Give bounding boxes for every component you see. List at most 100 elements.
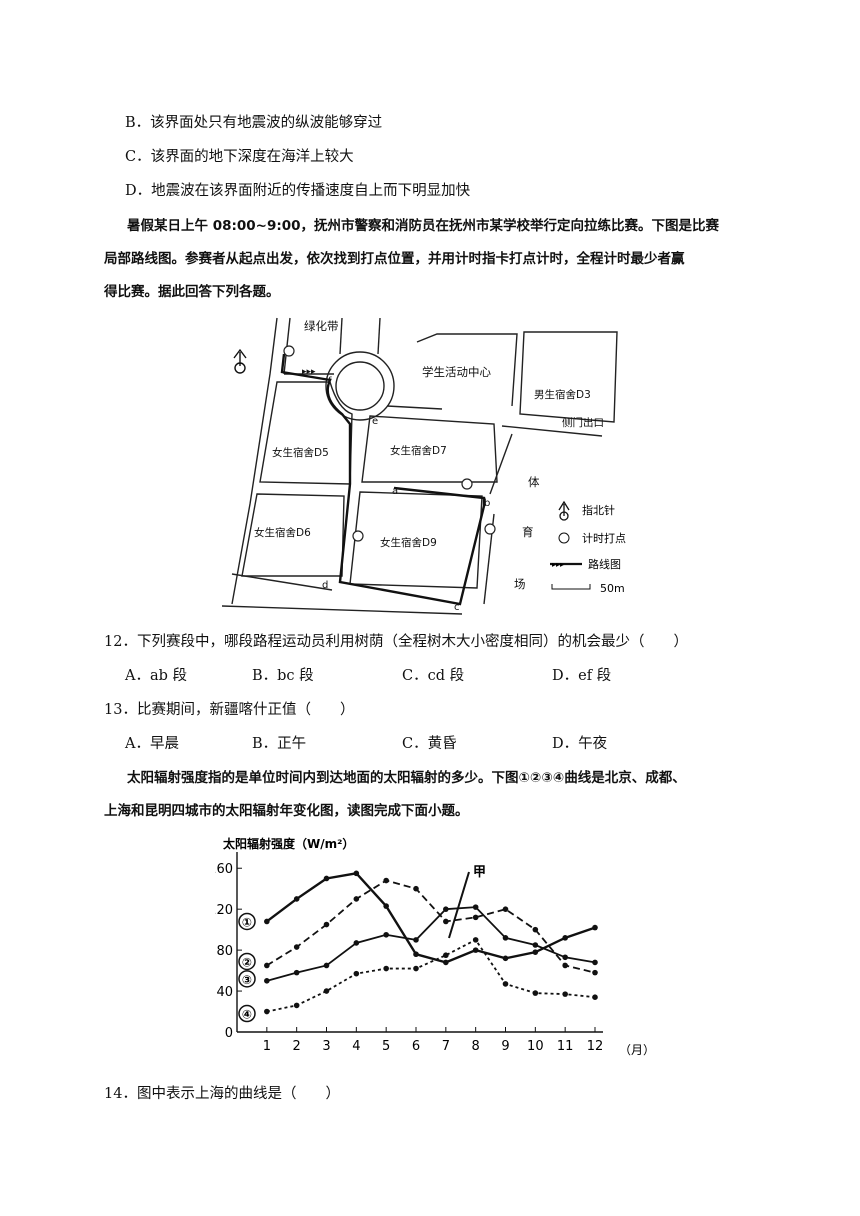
series-2-point [532,926,539,933]
roundabout [325,351,395,421]
series-1-point [443,959,449,966]
x-tick-label: 12 [587,1039,604,1054]
q13-option-d[interactable]: D．午夜 [552,736,608,752]
legend-north-icon [558,500,570,521]
series-4-point [323,988,330,994]
series-1-point [264,918,270,925]
series-2-point [592,969,598,976]
x-tick-label: 8 [472,1039,480,1054]
series-3-point [353,940,360,946]
series-label-2: ② [242,955,252,969]
y-tick-label: 0 [225,1026,233,1041]
point-a: a [392,486,398,497]
series-1-point [323,875,330,882]
series-2-point [562,962,568,969]
legend-checkpoint: 计时打点 [582,531,626,545]
intro1-line1: 暑假某日上午 08:00~9:00，抚州市警察和消防员在抚州市某学校举行定向拉练… [127,218,720,234]
svg-text:▸▸▸: ▸▸▸ [302,367,316,377]
point-e: e [372,416,378,427]
block-d9 [349,491,483,589]
q13-option-c[interactable]: C．黄昏 [402,736,457,752]
chart-ylabel: 太阳辐射强度（W/m²） [223,836,354,851]
map-legend: 指北针 计时打点 ▸▸▸ 路线图 50m [550,500,626,595]
label-d5: 女生宿舍D5 [272,446,329,459]
intro2-line1: 太阳辐射强度指的是单位时间内到达地面的太阳辐射的多少。下图①②③④曲线是北京、成… [127,770,686,786]
q12-option-c[interactable]: C．cd 段 [402,668,465,684]
q14-stem: 14．图中表示上海的曲线是（ ） [104,1086,340,1102]
series-2-point [502,906,509,912]
series-3-point [264,978,270,984]
chart-annotation: 甲 [473,865,486,880]
x-tick-label: 3 [322,1039,330,1054]
solar-radiation-chart: 04080120160123456789101112 ①②③④ 太阳辐射强度（W… [215,836,655,1057]
x-tick-label: 11 [557,1039,574,1054]
q12-option-a[interactable]: A．ab 段 [125,668,188,684]
q12-stem: 12．下列赛段中，哪段路程运动员利用树荫（全程树木大小密度相同）的机会最少（ ） [104,634,688,650]
series-3-point [472,904,479,910]
checkpoint-icon [461,478,473,490]
legend-scale: 50m [600,582,625,595]
series-line-1 [266,872,596,964]
series-4-point [532,990,539,996]
series-2-point [264,962,270,969]
legend-north: 指北针 [582,503,615,517]
prev-option-d: D．地震波在该界面附近的传播速度自上而下明显加快 [125,183,471,199]
series-3-point [532,942,539,948]
checkpoint-icon [352,530,364,542]
legend-route: 路线图 [588,557,621,571]
q12-option-b[interactable]: B．bc 段 [252,668,314,684]
point-b: b [484,498,490,509]
label-stadium-3: 场 [514,577,526,591]
x-tick-label: 9 [501,1039,509,1054]
series-3-point [443,906,449,912]
label-greenbelt: 绿化带 [304,319,339,333]
road-upper-right [386,405,443,410]
series-1-point [293,896,300,902]
legend-scale-bar [551,584,591,590]
series-2-point [413,885,419,892]
q12-option-d[interactable]: D．ef 段 [552,668,612,684]
y-tick-label: 160 [215,862,233,877]
route-map: ▸▸▸ 绿化带 学生活动中心 男生宿舍D3 侧门出口 女生宿舍D5 女生宿舍D7… [222,317,626,615]
series-label-1: ① [242,915,252,929]
route-line [280,353,486,606]
series-1-point [413,951,419,958]
series-1-point [502,955,509,962]
chart-xlabel: （月） [619,1043,655,1057]
q13-option-a[interactable]: A．早晨 [125,736,179,752]
series-4-point [502,981,509,987]
road-left-outer [231,317,278,605]
series-4-point [592,994,598,1000]
series-3-point [562,954,568,961]
series-4-point [353,970,360,977]
series-2-point [472,914,479,921]
x-tick-label: 1 [263,1039,271,1054]
series-label-4: ④ [242,1008,252,1022]
series-4-point [413,965,419,972]
series-4-point [383,965,389,972]
label-side-exit: 侧门出口 [562,416,604,429]
series-line-4 [266,938,596,1013]
x-tick-label: 2 [293,1039,301,1054]
north-arrow-icon [233,348,247,374]
q13-stem: 13．比赛期间，新疆喀什正值（ ） [104,702,355,718]
series-3-point [293,969,300,976]
series-2-point [293,944,300,950]
label-student-center: 学生活动中心 [422,365,491,379]
q13-option-b[interactable]: B．正午 [252,736,307,752]
series-4-point [443,952,449,959]
block-d3 [519,331,618,423]
intro1-line2: 局部路线图。参赛者从起点出发，依次找到打点位置，并用计时指卡打点计时，全程计时最… [104,251,685,267]
x-tick-label: 4 [352,1039,360,1054]
block-student-center [416,333,518,407]
intro2-line2: 上海和昆明四城市的太阳辐射年变化图，读图完成下面小题。 [104,803,469,819]
series-2-point [383,877,389,884]
x-tick-label: 5 [382,1039,390,1054]
y-tick-label: 40 [216,985,233,1000]
x-tick-label: 10 [527,1039,544,1054]
series-4-point [264,1008,270,1015]
checkpoint-icon [283,345,295,357]
series-3-point [383,931,389,938]
series-1-point [383,903,389,909]
series-3-point [502,935,509,941]
